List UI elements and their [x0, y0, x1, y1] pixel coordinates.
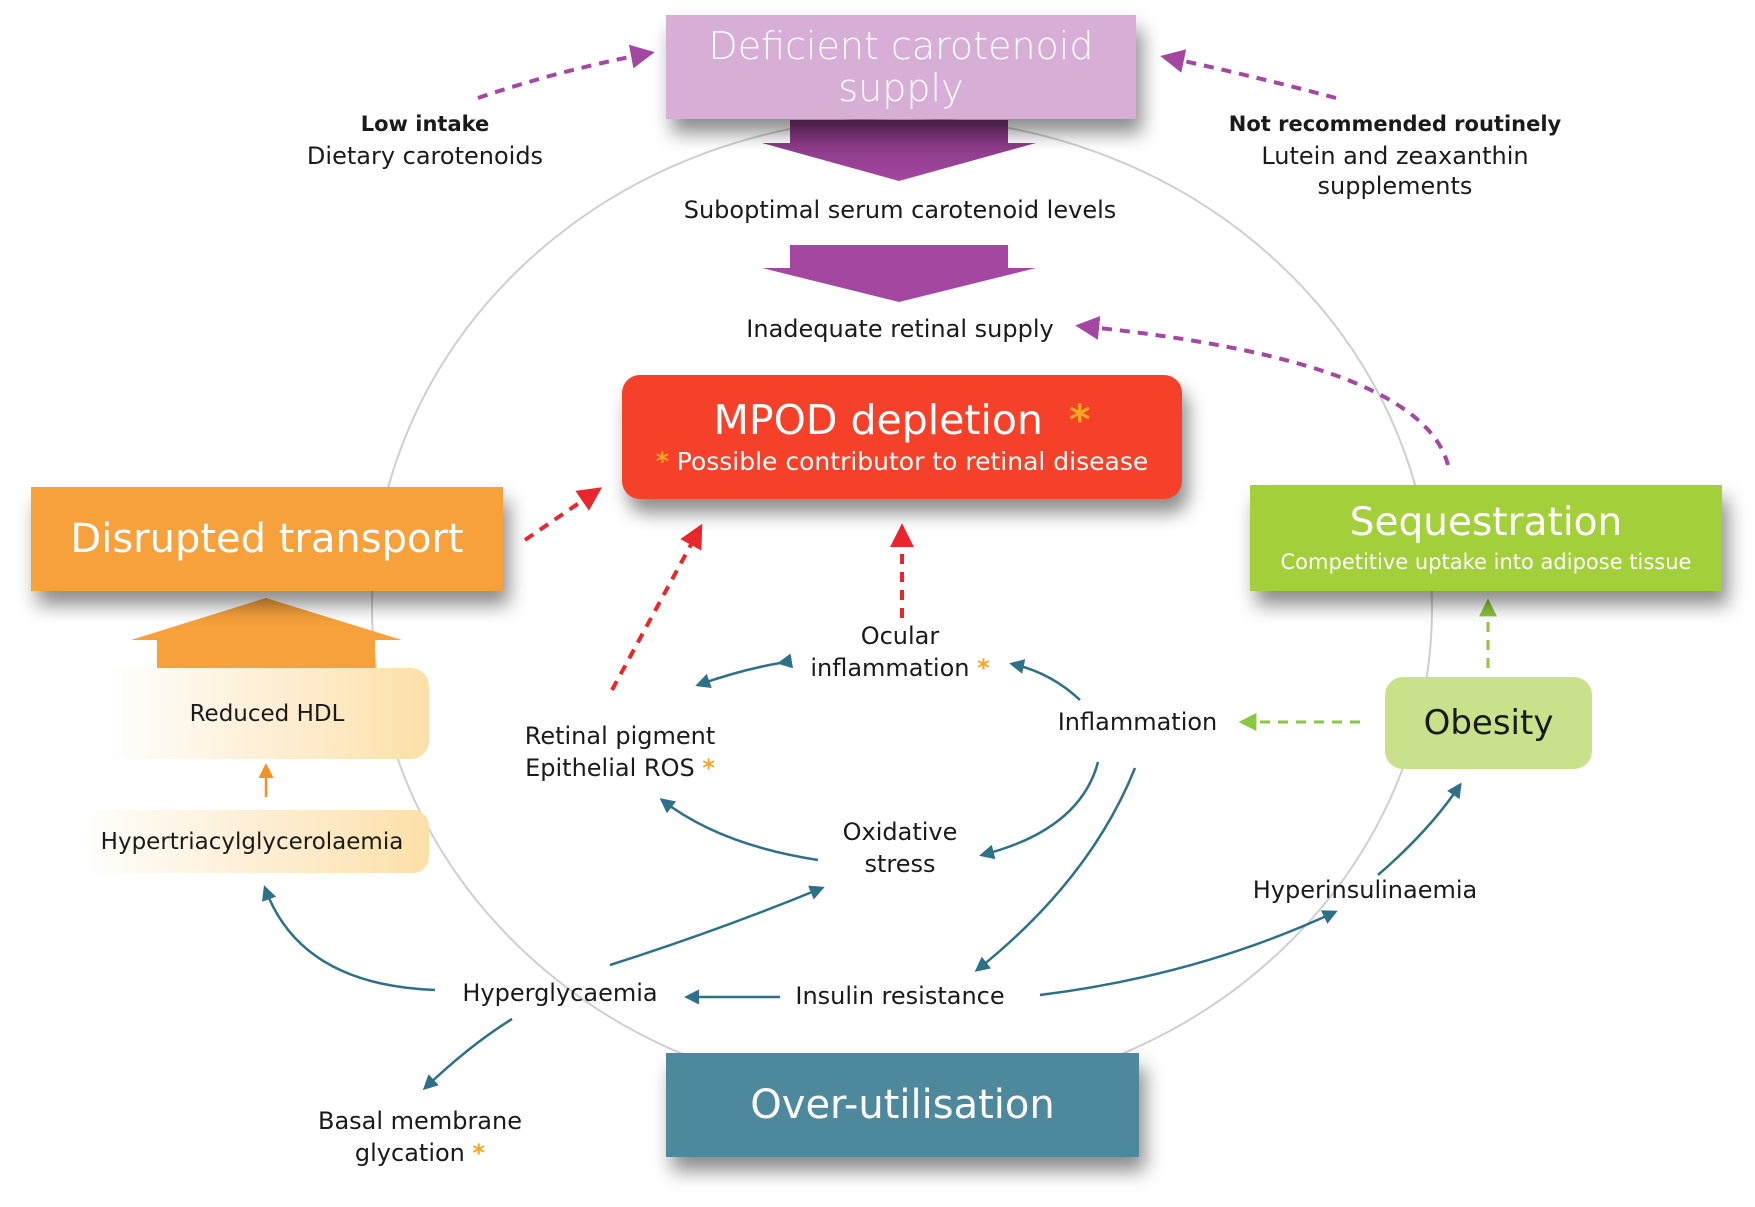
- supplements-line2: supplements: [1317, 172, 1473, 200]
- arrow-disrupted-mpod: [523, 487, 602, 542]
- retinal-supply-label: Inadequate retinal supply: [746, 315, 1054, 343]
- arrow-supplements: [1160, 49, 1337, 100]
- ocular-inflammation-node: Ocular inflammation *: [780, 620, 1020, 684]
- basal-line2: glycation: [354, 1139, 465, 1167]
- rpe-line2-row: Epithelial ROS *: [500, 752, 740, 784]
- sequestration-title: Sequestration: [1349, 500, 1623, 545]
- arrow-hyperglycaemia-hypertri: [262, 885, 436, 992]
- arrow-low-intake: [477, 44, 655, 100]
- big-arrow-down-1: [762, 120, 1036, 181]
- rpe-line2: Epithelial ROS: [525, 754, 695, 782]
- inflammation-node: Inflammation: [1057, 708, 1218, 736]
- hyperglycaemia-node: Hyperglycaemia: [462, 979, 658, 1007]
- arrow-inflammation-insulin: [974, 767, 1137, 972]
- mpod-star-icon: *: [1069, 396, 1091, 444]
- big-arrow-up-orange: [131, 598, 402, 668]
- hypertriacylglycerolaemia-box: Hypertriacylglycerolaemia: [75, 810, 429, 873]
- rpe-star-icon: *: [702, 754, 715, 782]
- arrow-hyperinsulinaemia-obesity: [1377, 782, 1462, 876]
- basal-membrane-node: Basal membrane glycation *: [295, 1105, 545, 1169]
- hypertri-label: Hypertriacylglycerolaemia: [100, 828, 404, 855]
- insulin-resistance-node: Insulin resistance: [795, 982, 1005, 1010]
- arrow-insulin-hyperinsulinaemia: [1039, 910, 1338, 997]
- deficient-carotenoid-supply-box: Deficient carotenoid supply: [666, 15, 1136, 119]
- ocular-line1: Ocular: [860, 622, 940, 650]
- sequestration-box: Sequestration Competitive uptake into ad…: [1250, 485, 1722, 591]
- mpod-subtitle-row: * Possible contributor to retinal diseas…: [656, 445, 1149, 479]
- arrow-oxidative-rpe: [659, 798, 819, 862]
- supplements-label: Not recommended routinely Lutein and zea…: [1200, 108, 1590, 200]
- mpod-title-row: MPOD depletion *: [714, 395, 1091, 445]
- arrow-rpe-mpod: [610, 523, 703, 691]
- dietary-carotenoids-text: Dietary carotenoids: [306, 142, 544, 170]
- mpod-subtitle: Possible contributor to retinal disease: [676, 447, 1149, 476]
- overuse-label: Over-utilisation: [750, 1082, 1055, 1128]
- oxidative-line1: Oxidative: [842, 818, 958, 846]
- hdl-label: Reduced HDL: [189, 700, 345, 727]
- arrow-hyperglycaemia-basal: [422, 1017, 513, 1091]
- obesity-box: Obesity: [1385, 677, 1592, 769]
- mpod-depletion-box: MPOD depletion * * Possible contributor …: [622, 375, 1182, 499]
- reduced-hdl-box: Reduced HDL: [105, 668, 429, 759]
- rpe-line1: Retinal pigment: [524, 722, 716, 750]
- disrupted-transport-box: Disrupted transport: [31, 487, 503, 591]
- obesity-label: Obesity: [1423, 703, 1554, 743]
- deficient-line1: Deficient carotenoid: [708, 24, 1094, 68]
- basal-star-icon: *: [472, 1139, 486, 1167]
- ocular-star-icon: *: [977, 654, 990, 682]
- low-intake-heading: Low intake: [360, 112, 490, 136]
- oxidative-stress-node: Oxidative stress: [800, 816, 1000, 880]
- big-arrow-down-2: [762, 245, 1036, 302]
- low-intake-label: Low intake Dietary carotenoids: [290, 108, 560, 172]
- deficient-line2: supply: [838, 66, 964, 110]
- not-recommended-heading: Not recommended routinely: [1228, 112, 1562, 136]
- ocular-line2-row: inflammation *: [780, 652, 1020, 684]
- arrow-inflammation-oxidative: [979, 761, 1100, 860]
- mpod-title: MPOD depletion: [713, 396, 1043, 444]
- serum-levels-label: Suboptimal serum carotenoid levels: [683, 196, 1117, 224]
- oxidative-line2: stress: [864, 850, 936, 878]
- sequestration-subtitle: Competitive uptake into adipose tissue: [1280, 550, 1692, 574]
- arrow-ocular-rpe: [695, 653, 794, 689]
- over-utilisation-box: Over-utilisation: [666, 1053, 1139, 1157]
- basal-line1: Basal membrane: [318, 1107, 522, 1135]
- basal-line2-row: glycation *: [295, 1137, 545, 1169]
- subtitle-star-icon: *: [655, 447, 669, 476]
- ocular-line2: inflammation: [810, 654, 970, 682]
- supplements-line1: Lutein and zeaxanthin: [1261, 142, 1529, 170]
- arrow-inflammation-ocular: [1009, 659, 1081, 701]
- disrupted-label: Disrupted transport: [70, 516, 464, 562]
- hyperinsulinaemia-node: Hyperinsulinaemia: [1252, 876, 1478, 904]
- arrow-hyperglycaemia-oxidative: [609, 885, 825, 967]
- rpe-ros-node: Retinal pigment Epithelial ROS *: [500, 720, 740, 784]
